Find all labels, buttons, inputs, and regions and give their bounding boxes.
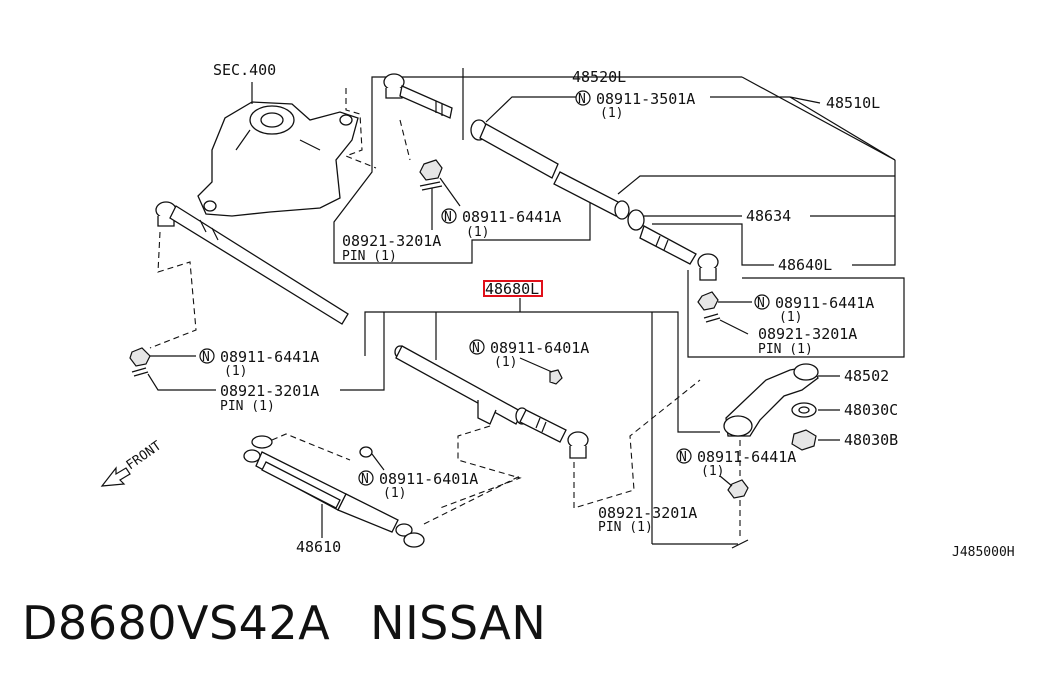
diagram-code: J485000H	[952, 545, 1015, 560]
label-front: FRONT	[124, 438, 165, 473]
n-symbol-icon: N	[472, 341, 480, 356]
label-48502: 48502	[844, 367, 889, 385]
callout-nut-number-top: 08911-6441A	[462, 208, 561, 226]
callout-nut-qty-lower: (1)	[701, 464, 724, 479]
front-arrow-icon	[100, 466, 131, 487]
callout-pin-number-lower: 08921-3201A	[598, 504, 697, 522]
label-sec-400: SEC.400	[213, 61, 276, 79]
callout-nut-qty-left: (1)	[224, 364, 247, 379]
steering-gear-housing	[197, 101, 359, 217]
callout-pin-label-lower: PIN (1)	[598, 520, 653, 535]
label-48030c: 48030C	[844, 401, 898, 419]
castle-nut-lower	[727, 479, 749, 499]
label-48510l: 48510L	[826, 94, 880, 112]
n-symbol-icon: N	[202, 350, 210, 365]
callout-pin-label-right: PIN (1)	[758, 342, 813, 357]
callout-nut-qty-damper: (1)	[383, 486, 406, 501]
nut-6401a-mid	[549, 369, 563, 385]
callout-nut-number-right: 08911-6441A	[775, 294, 874, 312]
callout-pin-label-top: PIN (1)	[342, 249, 397, 264]
part-number: D8680VS42A	[22, 596, 331, 650]
callout-nut-number-mid: 08911-6401A	[490, 339, 589, 357]
callout-pin-label-left: PIN (1)	[220, 399, 275, 414]
highlight-box	[483, 280, 543, 297]
n-symbol-icon: N	[578, 92, 586, 107]
steering-damper	[243, 435, 425, 548]
n-symbol-icon: N	[679, 450, 687, 465]
tie-rod-assembly-48680l	[394, 345, 589, 459]
callout-nut-number-lower: 08911-6441A	[697, 448, 796, 466]
relay-rod	[155, 201, 349, 325]
castle-nut-right	[697, 291, 719, 311]
label-48634: 48634	[746, 207, 791, 225]
callout-nut-qty-top: (1)	[466, 225, 489, 240]
label-48520l: 48520L	[572, 68, 626, 86]
callout-nut-number-3501a: 08911-3501A	[596, 90, 695, 108]
n-symbol-icon: N	[361, 472, 369, 487]
idler-arm	[723, 363, 819, 437]
callout-nut-number-damper: 08911-6401A	[379, 470, 478, 488]
callout-pin-number-top: 08921-3201A	[342, 232, 441, 250]
caption: D8680VS42A NISSAN	[22, 596, 546, 650]
nut-6401a-lower	[359, 446, 373, 458]
label-48680l: 48680L	[485, 280, 539, 298]
brand-name: NISSAN	[370, 596, 547, 650]
callout-nut-qty-mid: (1)	[494, 355, 517, 370]
nut-48030b	[791, 429, 817, 451]
callout-nut-qty-right: (1)	[779, 310, 802, 325]
n-symbol-icon: N	[444, 210, 452, 225]
tie-rod-tube	[470, 119, 719, 281]
label-48640l: 48640L	[778, 256, 832, 274]
n-symbol-icon: N	[757, 296, 765, 311]
callout-pin-number-left: 08921-3201A	[220, 382, 319, 400]
label-48610: 48610	[296, 538, 341, 556]
callout-nut-number-left: 08911-6441A	[220, 348, 319, 366]
callout-nut-qty-3501a: (1)	[600, 106, 623, 121]
callout-pin-number-right: 08921-3201A	[758, 325, 857, 343]
tie-rod-end-top	[383, 73, 453, 119]
castle-nut-left	[129, 347, 151, 367]
label-48030b: 48030B	[844, 431, 898, 449]
castle-nut-top	[419, 159, 443, 181]
